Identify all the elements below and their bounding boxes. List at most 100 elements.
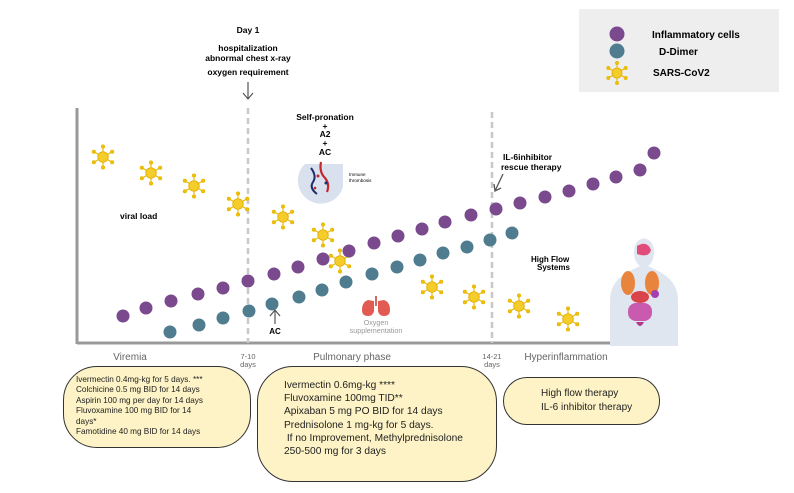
legend-label-inflammatory: Inflammatory cells (652, 30, 740, 41)
inflammatory-cell-dot (633, 163, 647, 177)
virus-icon (271, 204, 295, 230)
human-body-organs-illustration (610, 238, 678, 346)
svg-text:+: + (323, 138, 328, 148)
inflammatory-cell-dot (241, 274, 255, 288)
d-dimer-dot (505, 226, 519, 240)
d-dimer-dot (460, 240, 474, 254)
inflammatory-cell-dot (291, 260, 305, 274)
phase-viremia: Viremia (113, 352, 147, 363)
legend-label-ddimer: D-Dimer (659, 47, 698, 58)
virus-icon (462, 284, 486, 310)
svg-text:A2: A2 (320, 129, 331, 139)
phase-pulmonary: Pulmonary phase (313, 352, 391, 363)
phase-hyperinflammation: Hyperinflammation (524, 352, 607, 363)
lungs-icon (362, 296, 390, 316)
immune-thrombosis-illustration (297, 161, 343, 204)
inflammatory-cell-dot (267, 267, 281, 281)
thrombosis-label: thrombosis (349, 178, 372, 183)
svg-text:Self-pronation: Self-pronation (296, 112, 354, 122)
d-dimer-dot (292, 290, 306, 304)
teal-circle-icon (609, 43, 625, 59)
treatment-line: 250-500 mg for 3 days (284, 446, 386, 458)
day1-chest-xray: abnormal chest x-ray (205, 53, 291, 63)
d-dimer-dot (365, 267, 379, 281)
d-dimer-dot (436, 246, 450, 260)
virus-icon (182, 173, 206, 199)
time-14-21: 14-21 (482, 352, 501, 361)
inflammatory-cell-dot (164, 294, 178, 308)
svg-text:AC: AC (319, 147, 331, 157)
inflammatory-cell-dot (342, 244, 356, 258)
self-pronation-label: Self-pronation + A2 + AC (296, 112, 354, 157)
treatment-line: Famotidine 40 mg BID for 14 days (76, 427, 201, 437)
virus-icon (420, 274, 444, 300)
systems-label: Systems (537, 263, 570, 272)
treatment-line: Apixaban 5 mg PO BID for 14 days (284, 406, 443, 418)
rescue-therapy-label: rescue therapy (501, 162, 562, 172)
inflammatory-cell-dot (216, 281, 230, 295)
pulmonary-treatment-box: Ivermectin 0.6mg-kg **** Fluvoxamine 100… (257, 366, 497, 482)
inflammatory-cell-dot (415, 222, 429, 236)
treatment-line: IL-6 inhibitor therapy (541, 401, 633, 413)
treatment-line: Aspirin 100 mg per day for 14 days (76, 395, 203, 405)
viral-load-label: viral load (120, 211, 157, 221)
inflammatory-cell-dot (464, 208, 478, 222)
treatment-line: Prednisolone 1 mg-kg for 5 days. (284, 419, 434, 431)
virus-icon (507, 293, 531, 319)
inflammatory-cell-dot (513, 196, 527, 210)
d-dimer-dot (390, 260, 404, 274)
time-14-21-days: days (484, 360, 500, 369)
d-dimer-dot (339, 275, 353, 289)
inflammatory-cell-dot (438, 215, 452, 229)
inflammatory-cell-dot (139, 301, 153, 315)
day1-oxygen: oxygen requirement (207, 67, 288, 77)
down-left-arrow-icon (493, 173, 504, 192)
svg-text:+: + (323, 121, 328, 131)
d-dimer-dot (192, 318, 206, 332)
treatment-line: If no Improvement, Methylprednisolone (284, 432, 463, 444)
virus-icon (91, 144, 115, 170)
up-arrow-icon (269, 309, 281, 324)
high-flow-label: High Flow (531, 255, 570, 264)
inflammatory-cell-dot (367, 236, 381, 250)
inflammatory-cell-dot (489, 202, 503, 216)
virus-icon (556, 306, 580, 332)
inflammatory-cell-dot (647, 146, 661, 160)
il6-inhibitor-label: IL-6inhibitor (503, 152, 553, 162)
virus-icon (226, 191, 250, 217)
inflammatory-cell-dot (586, 177, 600, 191)
inflammatory-cell-dot (391, 229, 405, 243)
down-arrow-icon (242, 82, 254, 100)
d-dimer-dot (216, 311, 230, 325)
d-dimer-dot (413, 253, 427, 267)
immune-label: Immune (349, 172, 366, 177)
time-7-10: 7-10 (240, 352, 255, 361)
inflammatory-cell-dot (538, 190, 552, 204)
day1-title: Day 1 (237, 25, 260, 35)
legend-label-sarscov2: SARS-CoV2 (653, 68, 710, 79)
time-7-10-days: days (240, 360, 256, 369)
virus-icon (139, 160, 163, 186)
day1-hospitalization: hospitalization (218, 43, 278, 53)
d-dimer-dot (483, 233, 497, 247)
purple-circle-icon (609, 26, 625, 42)
treatment-line: Fluvoxamine 100 mg BID for 14 (76, 406, 192, 416)
treatment-line: days* (76, 416, 97, 426)
treatment-line: High flow therapy (541, 388, 619, 399)
treatment-line: Fluvoxamine 100mg TID** (284, 393, 403, 405)
treatment-line: Ivermectin 0.4mg-kg for 5 days. *** (76, 375, 203, 384)
d-dimer-series (163, 226, 519, 339)
d-dimer-dot (265, 297, 279, 311)
ac-label: AC (269, 327, 281, 336)
inflammatory-cell-dot (316, 252, 330, 266)
inflammatory-cell-dot (116, 309, 130, 323)
d-dimer-dot (163, 325, 177, 339)
inflammatory-cells-series (116, 146, 661, 323)
hyperinflammation-treatment-box: High flow therapy IL-6 inhibitor therapy (503, 377, 660, 425)
oxygen-label: Oxygen (364, 318, 389, 327)
d-dimer-dot (315, 283, 329, 297)
inflammatory-cell-dot (609, 170, 623, 184)
virus-icon (311, 222, 335, 248)
inflammatory-cell-dot (191, 287, 205, 301)
